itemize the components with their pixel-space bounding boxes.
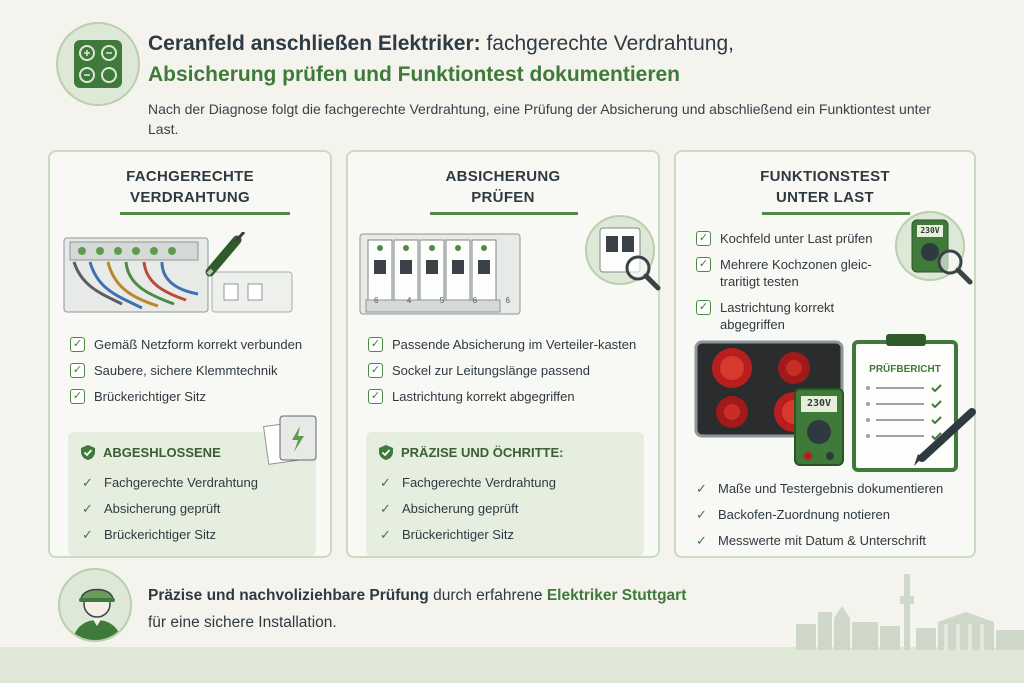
summary-box-title: ABGESHLOSSENE xyxy=(80,444,221,461)
page-title-line2: Absicherung prüfen und Funktiontest doku… xyxy=(148,63,681,86)
checkbox-checked-icon: ✓ xyxy=(368,363,383,378)
breaker-label: 6 xyxy=(505,296,510,305)
check-icon: ✓ xyxy=(696,507,707,522)
breaker-label: 6 xyxy=(374,296,379,305)
list-item: ✓Brückerichtiger Sitz xyxy=(70,388,302,405)
list-item: ✓Mehrere Kochzonen gleic-traritigt teste… xyxy=(696,256,892,290)
summary-box: PRÄZISE UND ÖCHRITTE: ✓Fachgerechte Verd… xyxy=(366,432,644,556)
checkbox-checked-icon: ✓ xyxy=(70,389,85,404)
page-title: Ceranfeld anschließen Elektriker: fachge… xyxy=(148,32,734,55)
summary-box-title: PRÄZISE UND ÖCHRITTE: xyxy=(378,444,564,461)
shield-check-icon xyxy=(81,445,95,460)
multimeter-inspect-icon xyxy=(892,208,974,295)
card-title-rule xyxy=(430,212,578,215)
list-item: ✓Fachgerechte Verdrahtung xyxy=(380,475,556,490)
check-list: ✓Kochfeld unter Last prüfen ✓Mehrere Koc… xyxy=(696,230,892,342)
checkbox-checked-icon: ✓ xyxy=(696,257,711,272)
cooktop-icon xyxy=(56,22,140,106)
documentation-list: ✓Maße und Testergebnis dokumentieren ✓Ba… xyxy=(696,480,943,558)
shield-check-icon xyxy=(379,445,393,460)
check-icon: ✓ xyxy=(380,501,391,516)
card-title-rule xyxy=(762,212,910,215)
document-icon xyxy=(262,414,320,471)
checkbox-checked-icon: ✓ xyxy=(368,389,383,404)
checkbox-checked-icon: ✓ xyxy=(70,363,85,378)
card-title-rule xyxy=(120,212,290,215)
breaker-label: 6 xyxy=(472,296,478,305)
check-icon: ✓ xyxy=(82,501,93,516)
list-item: ✓Absicherung geprüft xyxy=(380,501,519,516)
list-item: ✓Saubere, sichere Klemmtechnik xyxy=(70,362,302,379)
breaker-label: 5 xyxy=(439,296,445,305)
check-list: ✓Gemäß Netzform korrekt verbunden ✓Saube… xyxy=(70,336,302,414)
list-item: ✓Kochfeld unter Last prüfen xyxy=(696,230,892,247)
check-icon: ✓ xyxy=(380,527,391,542)
list-item: ✓Lastrichtung korrekt abgegriffen xyxy=(696,299,892,333)
wiring-illustration xyxy=(62,231,324,323)
breaker-label: 4 xyxy=(406,296,412,305)
multimeter-port xyxy=(826,452,834,460)
breaker-labels: 6 4 5 6 6 xyxy=(362,296,522,305)
electrician-avatar xyxy=(58,568,132,642)
checkbox-checked-icon: ✓ xyxy=(70,337,85,352)
list-item: ✓Sockel zur Leitungslänge passend xyxy=(368,362,652,379)
breaker-panel-illustration xyxy=(358,232,522,321)
check-icon: ✓ xyxy=(82,527,93,542)
list-item: ✓Brückerichtiger Sitz xyxy=(380,527,514,542)
list-item: ✓Fachgerechte Verdrahtung xyxy=(82,475,258,490)
pen-icon xyxy=(908,408,978,473)
clipboard-report: PRÜFBERICHT xyxy=(852,334,958,472)
list-item: ✓Lastrichtung korrekt abgegriffen xyxy=(368,388,652,405)
list-item: ✓Passende Absicherung im Verteiler-kaste… xyxy=(368,336,652,353)
footer-text: Präzise und nachvoliziehbare Prüfung dur… xyxy=(148,587,687,631)
check-icon: ✓ xyxy=(380,475,391,490)
multimeter-display: 230V xyxy=(801,396,837,412)
clipboard-clip xyxy=(886,334,926,346)
checkbox-checked-icon: ✓ xyxy=(696,231,711,246)
checkbox-checked-icon: ✓ xyxy=(696,300,711,315)
breaker-inspect-icon xyxy=(584,214,664,299)
summary-list: ✓Fachgerechte Verdrahtung ✓Absicherung g… xyxy=(82,474,258,552)
list-item: ✓Gemäß Netzform korrekt verbunden xyxy=(70,336,302,353)
page-subtitle: Nach der Diagnose folgt die fachgerechte… xyxy=(148,101,931,137)
check-icon: ✓ xyxy=(696,481,707,496)
check-list: ✓Passende Absicherung im Verteiler-kaste… xyxy=(368,336,652,414)
summary-list: ✓Fachgerechte Verdrahtung ✓Absicherung g… xyxy=(380,474,556,552)
multimeter-icon: 230V xyxy=(794,388,844,466)
list-item: ✓Absicherung geprüft xyxy=(82,501,221,516)
list-item: ✓Maße und Testergebnis dokumentieren xyxy=(696,481,944,496)
city-skyline-illustration xyxy=(796,566,1024,655)
check-icon: ✓ xyxy=(82,475,93,490)
report-title: PRÜFBERICHT xyxy=(869,364,941,375)
list-item: ✓Messwerte mit Datum & Unterschrift xyxy=(696,533,927,548)
multimeter-port xyxy=(804,452,812,460)
checkbox-checked-icon: ✓ xyxy=(368,337,383,352)
multimeter-dial xyxy=(807,420,831,444)
ground-strip xyxy=(0,647,1024,683)
meter-reading: 230V xyxy=(920,226,940,235)
list-item: ✓Brückerichtiger Sitz xyxy=(82,527,216,542)
report-lines xyxy=(866,384,942,441)
list-item: ✓Backofen-Zuordnung notieren xyxy=(696,507,891,522)
check-icon: ✓ xyxy=(696,533,707,548)
